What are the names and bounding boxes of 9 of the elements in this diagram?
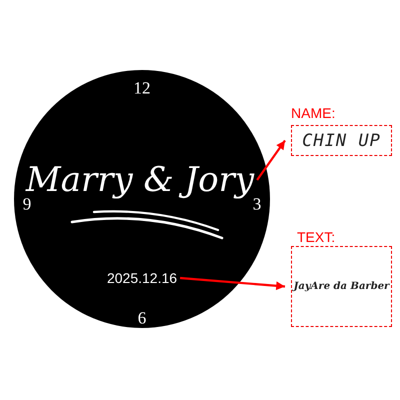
callout-heading: NAME: (291, 105, 336, 121)
hour-numeral: 3 (252, 196, 262, 212)
arrow (180, 276, 286, 290)
font-sample: CHIN UP (302, 130, 381, 150)
date-text: 2025.12.16 (106, 270, 178, 286)
font-sample: JayAre da Barber (294, 281, 390, 292)
hour-numeral: 12 (134, 80, 150, 96)
callout-heading: TEXT: (297, 229, 336, 245)
hour-numeral: 6 (138, 310, 146, 326)
